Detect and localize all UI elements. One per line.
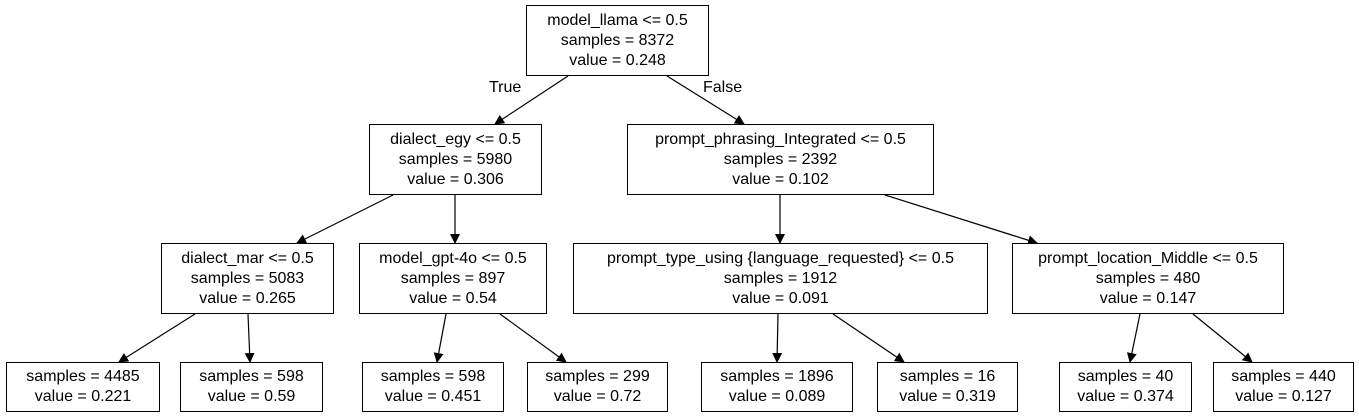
node-dialect-mar-samples: samples = 5083 xyxy=(190,269,305,287)
leaf-598a-value: value = 0.59 xyxy=(207,388,296,405)
edge-prompt-type-to-leaf-1896 xyxy=(772,313,783,363)
node-prompt-phrasing: prompt_phrasing_Integrated <= 0.5 sample… xyxy=(627,124,934,195)
node-dialect-mar: dialect_mar <= 0.5 samples = 5083 value … xyxy=(161,243,334,314)
leaf-samples-299: samples = 299 value = 0.72 xyxy=(527,362,668,412)
node-dialect-egy-condition: dialect_egy <= 0.5 xyxy=(390,130,521,148)
leaf-samples-16: samples = 16 value = 0.319 xyxy=(877,362,1018,412)
node-dialect-egy-samples: samples = 5980 xyxy=(398,150,513,168)
node-prompt-phrasing-value: value = 0.102 xyxy=(732,170,829,188)
node-prompt-phrasing-samples: samples = 2392 xyxy=(723,150,838,168)
node-root-condition: model_llama <= 0.5 xyxy=(547,11,688,29)
node-model-gpt4o-value: value = 0.54 xyxy=(409,289,497,307)
node-dialect-mar-value: value = 0.265 xyxy=(199,289,296,307)
leaf-40-samples: samples = 40 xyxy=(1077,368,1174,385)
edge-dialect-mar-to-leaf-598a xyxy=(244,313,255,363)
node-prompt-type-samples: samples = 1912 xyxy=(723,269,838,287)
leaf-1896-value: value = 0.089 xyxy=(728,388,826,405)
leaf-samples-598b: samples = 598 value = 0.451 xyxy=(362,362,504,412)
leaf-16-value: value = 0.319 xyxy=(899,388,996,405)
edge-prompt-type-to-leaf-16 xyxy=(832,313,905,363)
leaf-299-samples: samples = 299 xyxy=(545,368,650,385)
node-dialect-egy: dialect_egy <= 0.5 samples = 5980 value … xyxy=(369,124,542,195)
node-dialect-mar-condition: dialect_mar <= 0.5 xyxy=(181,249,314,267)
leaf-598a-samples: samples = 598 xyxy=(199,368,304,385)
edge-dialect-egy-to-dialect-mar xyxy=(296,194,394,244)
node-prompt-type-condition: prompt_type_using {language_requested} <… xyxy=(607,249,954,267)
edge-root-to-dialect-egy xyxy=(494,75,569,125)
edge-prompt-phrasing-to-prompt-location xyxy=(884,194,1038,246)
leaf-440-value: value = 0.127 xyxy=(1235,388,1332,405)
node-prompt-location-samples: samples = 480 xyxy=(1095,269,1201,287)
edge-prompt-location-to-leaf-440 xyxy=(1192,313,1253,363)
edge-prompt-location-to-leaf-40 xyxy=(1126,313,1141,363)
leaf-40-value: value = 0.374 xyxy=(1077,388,1174,405)
node-root-value: value = 0.248 xyxy=(569,51,666,69)
leaf-16-samples: samples = 16 xyxy=(899,368,996,385)
leaf-samples-4485: samples = 4485 value = 0.221 xyxy=(6,362,160,412)
leaf-samples-1896: samples = 1896 value = 0.089 xyxy=(701,362,853,412)
leaf-598b-samples: samples = 598 xyxy=(380,368,486,385)
edge-model-gpt4o-to-leaf-299 xyxy=(499,313,567,363)
node-prompt-type-value: value = 0.091 xyxy=(732,289,829,307)
leaf-1896-samples: samples = 1896 xyxy=(720,368,834,385)
edge-label-true: True xyxy=(489,79,522,96)
node-prompt-type: prompt_type_using {language_requested} <… xyxy=(573,243,988,314)
leaf-samples-440: samples = 440 value = 0.127 xyxy=(1213,362,1354,412)
edge-root-to-prompt-phrasing xyxy=(666,75,745,125)
node-model-gpt4o-condition: model_gpt-4o <= 0.5 xyxy=(379,249,527,267)
leaf-samples-598a: samples = 598 value = 0.59 xyxy=(180,362,323,412)
node-root-samples: samples = 8372 xyxy=(560,31,675,49)
edge-dialect-mar-to-leaf-4485 xyxy=(118,313,196,363)
edge-label-false: False xyxy=(703,79,743,96)
leaf-4485-samples: samples = 4485 xyxy=(26,368,140,385)
leaf-299-value: value = 0.72 xyxy=(553,388,642,405)
node-root: model_llama <= 0.5 samples = 8372 value … xyxy=(526,5,709,76)
node-model-gpt4o: model_gpt-4o <= 0.5 samples = 897 value … xyxy=(359,243,547,314)
node-prompt-location-condition: prompt_location_Middle <= 0.5 xyxy=(1038,249,1258,267)
edge-model-gpt4o-to-leaf-598b xyxy=(433,313,447,363)
node-dialect-egy-value: value = 0.306 xyxy=(407,170,504,188)
node-prompt-location-value: value = 0.147 xyxy=(1099,289,1197,307)
leaf-440-samples: samples = 440 xyxy=(1231,368,1336,385)
node-prompt-location: prompt_location_Middle <= 0.5 samples = … xyxy=(1012,243,1284,314)
leaf-598b-value: value = 0.451 xyxy=(384,388,482,405)
node-model-gpt4o-samples: samples = 897 xyxy=(400,269,506,287)
leaf-4485-value: value = 0.221 xyxy=(34,388,132,405)
node-prompt-phrasing-condition: prompt_phrasing_Integrated <= 0.5 xyxy=(655,130,906,148)
leaf-samples-40: samples = 40 value = 0.374 xyxy=(1059,362,1192,412)
